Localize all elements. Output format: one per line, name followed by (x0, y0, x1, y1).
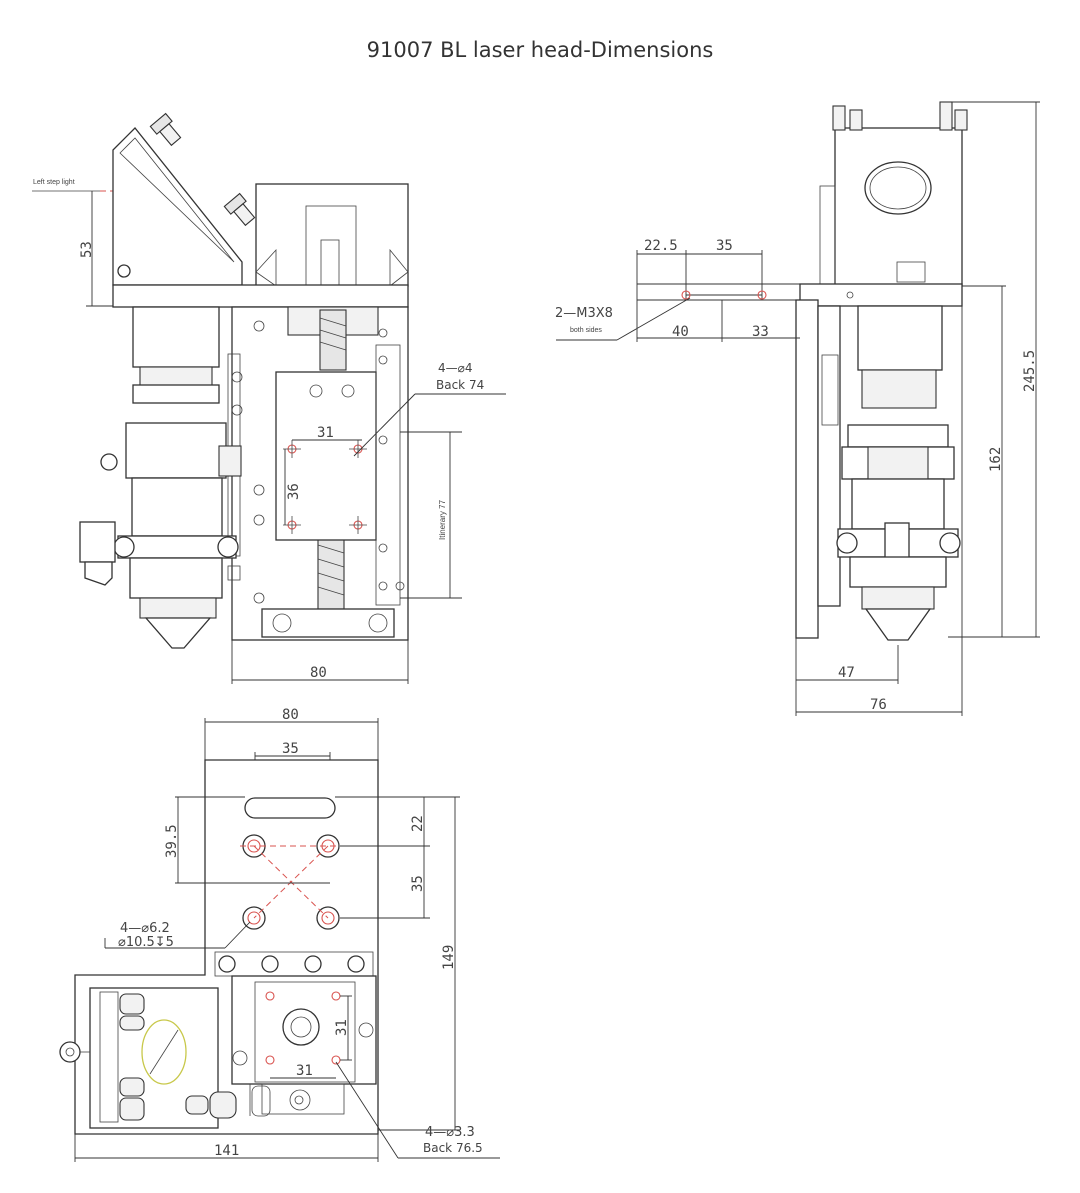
carriage (275, 371, 377, 541)
dim-22-5: 22.5 (644, 238, 678, 254)
both-sides-label: both sides (570, 327, 602, 334)
lens-column (132, 306, 220, 368)
hole-spec-top-2: ⌀10.5↧5 (118, 935, 174, 950)
dim-47: 47 (838, 665, 855, 681)
dim-36-front: 36 (286, 483, 302, 500)
front-view: Left step light 53 (32, 112, 506, 684)
dim-245-5: 245.5 (1022, 350, 1038, 392)
dim-80-top: 80 (282, 707, 299, 723)
dim-35-top: 35 (282, 741, 299, 757)
itinerary-label: Itinerary 77 (438, 499, 447, 540)
dim-39-5: 39.5 (164, 824, 180, 858)
dim-31-front: 31 (317, 425, 334, 441)
mount-slot (244, 797, 336, 819)
dim-35-side-top: 35 (716, 238, 733, 254)
dim-141: 141 (214, 1143, 239, 1159)
hole-back-front: Back 74 (436, 378, 484, 392)
dim-53: 53 (79, 241, 95, 258)
dim-80-front: 80 (310, 665, 327, 681)
mirror-housing (112, 127, 243, 286)
left-step-light-label: Left step light (33, 179, 75, 186)
dim-33: 33 (752, 324, 769, 340)
dim-40: 40 (672, 324, 689, 340)
dim-162: 162 (988, 447, 1004, 472)
dim-35-side: 35 (410, 875, 426, 892)
top-mount (255, 183, 409, 287)
adjust-knob-side (223, 192, 256, 227)
dim-31-top-h: 31 (296, 1063, 313, 1079)
dim-22: 22 (410, 815, 426, 832)
hole-back-top: Back 76.5 (423, 1141, 483, 1155)
hole-spec-top-3: 4—⌀3.3 (425, 1125, 475, 1140)
hole-spec-front: 4—⌀4 (438, 361, 473, 375)
dim-76: 76 (870, 697, 887, 713)
top-view: 80 35 39.5 22 35 149 (59, 707, 500, 1162)
side-view: 22.5 35 2—M3X8 both sides 40 33 245.5 16… (555, 101, 1040, 716)
adjust-knob-top (149, 112, 182, 147)
hole-spec-top-1: 4—⌀6.2 (120, 921, 170, 936)
dim-31-top-v: 31 (334, 1019, 350, 1036)
screw-spec: 2—M3X8 (555, 306, 613, 321)
page-title: 91007 BL laser head-Dimensions (366, 38, 714, 62)
dim-149: 149 (441, 945, 457, 970)
